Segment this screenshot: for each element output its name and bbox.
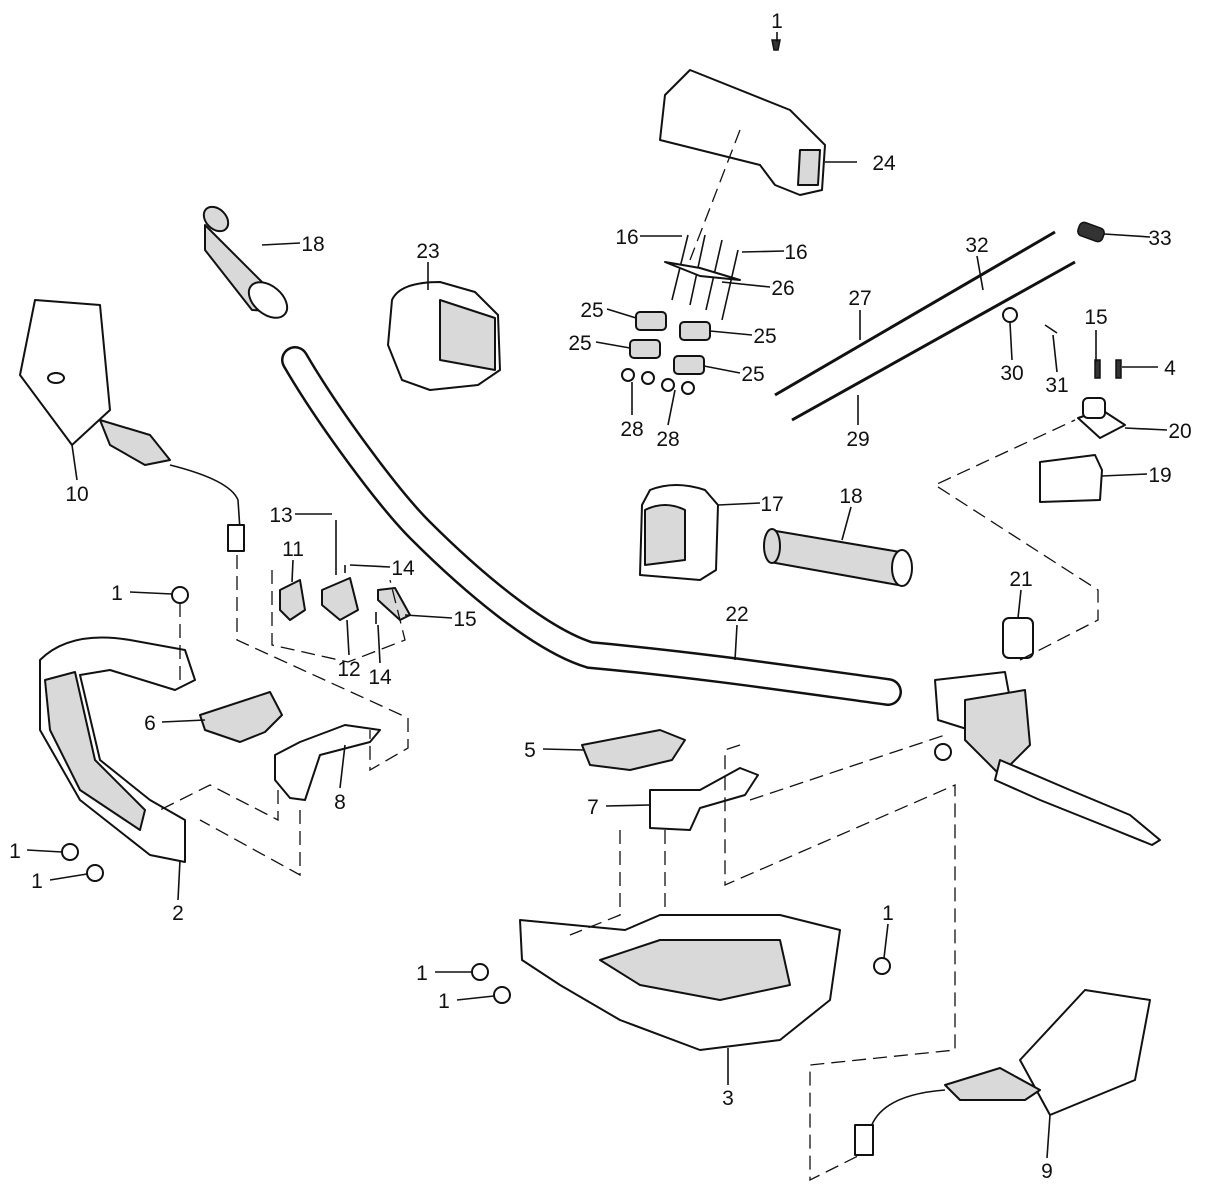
screws: [61, 586, 891, 1004]
callout-15: 15: [1084, 306, 1107, 329]
callout-20: 20: [1168, 420, 1191, 443]
right-grip: [763, 528, 913, 587]
callout-18: 18: [301, 233, 324, 256]
callout-16: 16: [615, 226, 638, 249]
callout-29: 29: [846, 428, 869, 451]
callout-21: 21: [1009, 568, 1032, 591]
callout-28: 28: [656, 428, 679, 451]
callout-1: 1: [31, 870, 43, 893]
callout-1: 1: [882, 902, 894, 925]
callout-4: 4: [1164, 357, 1176, 380]
assembly-lines: [159, 129, 1099, 1182]
callout-31: 31: [1045, 374, 1068, 397]
callout-23: 23: [416, 240, 439, 263]
callout-24: 24: [872, 152, 896, 175]
right-handguard: [519, 914, 841, 1051]
left-handguard: [39, 636, 196, 863]
callout-11: 11: [282, 538, 304, 561]
brake-assembly: [934, 617, 1161, 846]
inserts-brackets: [199, 691, 759, 831]
callout-7: 7: [587, 796, 599, 819]
leader-lines: [26, 32, 1168, 1159]
callout-9: 9: [1041, 1160, 1053, 1183]
callout-1: 1: [771, 10, 783, 33]
callout-12: 12: [337, 658, 360, 681]
callout-27: 27: [848, 287, 871, 310]
callout-8: 8: [334, 791, 346, 814]
lever-clamps: [279, 520, 411, 624]
callout-25: 25: [753, 325, 776, 348]
callout-10: 10: [65, 483, 88, 506]
cables: [774, 221, 1105, 422]
callout-1: 1: [111, 582, 123, 605]
callout-14: 14: [391, 557, 415, 580]
cover: [659, 39, 826, 196]
callout-19: 19: [1148, 464, 1171, 487]
left-mirror: [19, 299, 245, 552]
callout-1: 1: [416, 962, 428, 985]
callout-5: 5: [524, 739, 536, 762]
handlebar: [281, 346, 902, 706]
switch-housing: [387, 281, 501, 391]
callout-26: 26: [771, 277, 794, 300]
callout-2: 2: [172, 902, 184, 925]
callout-15: 15: [453, 608, 476, 631]
left-grip: [202, 205, 289, 319]
callout-13: 13: [269, 504, 292, 527]
callout-25: 25: [741, 363, 764, 386]
callouts: 1 24 18 23 16 16 26 25 25 25 25 28 28 27…: [9, 10, 1192, 1183]
right-mirror: [854, 989, 1151, 1156]
callout-17: 17: [760, 493, 783, 516]
callout-18: 18: [839, 485, 862, 508]
callout-25: 25: [568, 332, 591, 355]
callout-1: 1: [438, 990, 450, 1013]
callout-3: 3: [722, 1087, 734, 1110]
callout-33: 33: [1148, 227, 1171, 250]
callout-14: 14: [368, 666, 392, 689]
callout-32: 32: [965, 234, 988, 257]
callout-28: 28: [620, 418, 643, 441]
callout-6: 6: [144, 712, 156, 735]
right-small-parts: [1039, 359, 1126, 503]
callout-16: 16: [784, 241, 807, 264]
callout-22: 22: [725, 603, 748, 626]
callout-1: 1: [9, 840, 21, 863]
callout-30: 30: [1000, 362, 1023, 385]
throttle-housing: [639, 484, 719, 581]
callout-25: 25: [580, 299, 603, 322]
